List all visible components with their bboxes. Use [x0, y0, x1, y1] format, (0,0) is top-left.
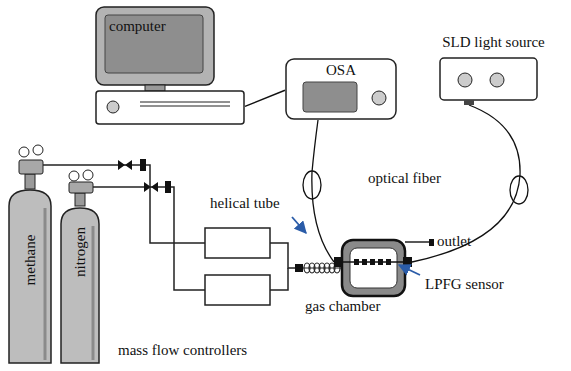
node-text: SLD light source [442, 34, 545, 51]
monitor-screen [105, 15, 203, 73]
pipe-fitting [165, 181, 171, 193]
pc-unit: computer [95, 6, 245, 127]
gas-pipe [146, 165, 205, 243]
node-text: OSA [326, 62, 356, 79]
node-text: methane [22, 235, 39, 286]
pressure-gauge [33, 145, 43, 155]
power-button [107, 101, 119, 113]
pressure-gauge [69, 171, 79, 181]
flow-controller-box [205, 228, 270, 258]
monitor-neck [145, 85, 165, 91]
gas-pipe [270, 268, 288, 290]
pressure-gauge [83, 170, 93, 180]
gas-cylinder: methane [8, 188, 52, 364]
pc-base [96, 91, 244, 124]
shutoff-valve [118, 160, 132, 170]
fiber-feedthrough [334, 257, 343, 267]
fiber-feedthrough [403, 257, 412, 267]
grating-mark [386, 259, 391, 265]
grating-mark [378, 259, 383, 265]
cylinder-body [9, 190, 51, 363]
source-knob [458, 73, 472, 87]
pipe-fitting [140, 159, 146, 171]
drive-slot [140, 102, 230, 103]
gas-pipe [171, 187, 205, 290]
cylinder-body [61, 208, 99, 363]
valve-block [19, 160, 43, 174]
shutoff-valve [144, 182, 158, 192]
part-label: outlet [437, 233, 471, 250]
analyzer-knob [372, 91, 386, 105]
gas-pipe [270, 243, 295, 268]
signal-cable [245, 90, 285, 106]
fiber-path [312, 120, 334, 262]
drive-slot [140, 106, 230, 107]
light-source-box: SLD light source [438, 34, 549, 106]
cylinder-shade [44, 208, 47, 360]
part-label: mass flow controllers [118, 342, 247, 359]
gas-exit-end [429, 239, 434, 246]
fiber-loop [303, 171, 321, 199]
chamber-housing [342, 240, 405, 296]
source-case [440, 58, 537, 100]
pressure-gauge [19, 147, 29, 157]
spectrum-analyzer: OSA [285, 58, 397, 120]
grating-mark [354, 259, 359, 265]
monitor-frame [96, 7, 214, 85]
flow-controller-box [205, 275, 270, 305]
node-text: nitrogen [72, 227, 89, 277]
mixing-junction [295, 264, 303, 272]
pointer-arrow [292, 217, 306, 233]
grating-mark [370, 259, 375, 265]
analyzer-display [303, 82, 357, 112]
gas-exit-pipe [405, 241, 430, 243]
grating-mark [362, 259, 367, 265]
valve-neck [25, 174, 35, 189]
analyzer-case [286, 59, 396, 119]
node-text: computer [109, 18, 166, 35]
part-label: gas chamber [305, 298, 380, 315]
valve-block [69, 182, 93, 193]
source-knob [490, 73, 504, 87]
part-label: optical fiber [368, 170, 441, 187]
cylinder-shade [92, 226, 95, 360]
gas-cylinder: nitrogen [60, 206, 100, 364]
valve-neck [75, 193, 85, 206]
fiber-port [464, 100, 474, 105]
grating-marks [354, 259, 391, 265]
part-label: LPFG sensor [425, 276, 504, 293]
part-label: helical tube [210, 195, 280, 212]
cylinder-valve [69, 170, 171, 206]
chamber-cavity [350, 248, 397, 288]
pointer-arrow [399, 265, 420, 275]
fiber-loop [510, 176, 528, 204]
